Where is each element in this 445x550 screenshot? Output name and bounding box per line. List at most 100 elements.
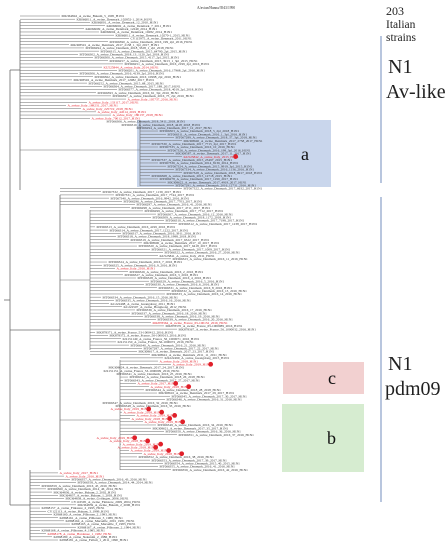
leaf-label: MT067328_A_swine_Denmark_2018_9917_2018_… [184, 171, 263, 175]
leaf-label: MT066333_A_swine_Denmark_2016_14_2016_H1… [167, 292, 243, 296]
leaf-label: MT066294_A_swine_Denmark_2017_12_2017_H1… [137, 126, 213, 130]
leaf-label: MT066318_A_swine_Denmark_2018_1988_2018_… [118, 235, 197, 239]
leaf-label: MK308591_A_swine_Denmark_2017_2138_1_3pl… [71, 43, 160, 47]
leaf-label: MT066313_A_swine_Denmark_2016_4199_2016_… [97, 225, 176, 229]
leaf-label: MT066364_A_swine_Denmark_2017_188_2017_H… [104, 84, 181, 88]
italian-strain-dot [172, 412, 178, 418]
leaf-label: MT066354_A_swine_Denmark_2015_40_2015_H1… [165, 462, 241, 466]
leaf-label: MT066311_A_swine_Denmark_2016_1_3pl_2016… [168, 132, 248, 136]
leaf-label: MT066397_A_swine_Denmark_2016_75_2pl_201… [113, 94, 195, 98]
leaf-label: MT066343_A_swine_Denmark_2017_27_2017_H1… [125, 378, 201, 382]
leaf-label: KU525842_A_swine_Italy_2015_H1N1 [184, 155, 239, 159]
leaf-label: MK364837_A_swine_Bakum_1_2003_H1N1 [60, 493, 123, 497]
clade-a-label: a [301, 144, 309, 164]
leaf-label: MT066307_A_swine_Denmark_2016_12_2016_H1… [158, 212, 234, 216]
leaf-label: MT066362_A_swine_Denmark_2016_10998_2pl_… [95, 75, 182, 79]
leaf-label: KJ868161_A_swine_Pilhonen_3_1989_H1N1 [60, 516, 124, 520]
leaf-label: MT067324_A_swine_Denmark_2015_9919_3pl_2… [168, 164, 253, 168]
leaf-label: MT066355_A_swine_Denmark_2016_41_2016_H1… [160, 465, 236, 469]
avlike-label-line2: Av-like [386, 81, 445, 103]
leaf-label: KJ868160_A_swine_Pilhonen_2_1993_H1N1 [54, 513, 118, 517]
strain-count-sub2: strains [386, 32, 417, 44]
leaf-label: MT066310_A_swine_Denmark_2017_7198_2017_… [166, 219, 245, 223]
leaf-label: MK364838_A_swine_Gotlingen_2006_H1N1 [66, 497, 129, 501]
leaf-label: A_swine_Italy_2017_H1N1 [60, 471, 99, 475]
leaf-label: MT066368_A_swine_Denmark_2015_12718_2015… [152, 174, 233, 178]
leaf-label: A_swine_Italy_2017_H1N1 [138, 382, 177, 386]
leaf-label: MT066319_A_swine_Denmark_2017_6322_2017_… [131, 238, 210, 242]
leaf-label: MK308641_A_swine_Denmark_2011_11_2011_H1… [152, 353, 228, 357]
leaf-label: A_swine_Italy_225719_2018_H1N1 [83, 107, 134, 111]
leaf-label: MT066339_A_swine_Denmark_2016_20_2016_H1… [158, 318, 234, 322]
leaf-label: MT066331_A_swine_Denmark_2016_8_2016_H1N… [159, 286, 233, 290]
leaf-label: MT066351_A_swine_Denmark_2016_37_2016_H1… [179, 433, 255, 437]
leaf-label: MT066300_A_swine_Denmark_2015_4117_2pl_2… [95, 56, 180, 60]
pdm09-label-line1: N1 [388, 353, 412, 375]
leaf-label: A_swine_Italy_2018_H1N1 [160, 359, 199, 363]
leaf-label: A_swine_Italy_2019_H1N1 [97, 436, 136, 440]
leaf-label: MK308592_A_swine_Denmark_2017_12982_2017… [74, 78, 155, 82]
leaf-label: MK878371_A_swine_France_53-1000412_2016_… [97, 331, 174, 335]
leaf-label: MT066326_A_swine_Denmark_2016_2_2016_H1N… [130, 270, 204, 274]
leaf-label: MK364836_A_swine_Bakum_2_2002_H1N1 [54, 490, 117, 494]
strain-count-sub1: Italian [386, 19, 416, 31]
italian-strain-dot [153, 444, 159, 450]
leaf-label: MT066323_A_swine_Denmark_2016_11_2016_H1… [173, 257, 249, 261]
leaf-label: KR066011_A_swine_Denmark_102852-1_2014_H… [77, 17, 153, 21]
leaf-label: MT067289_A_swine_Denmark_2018_37_3pl_201… [176, 136, 258, 140]
leaf-label: KR066002_A_swine_Denmark_7_2011_H1N1 [107, 24, 172, 28]
leaf-label: MT066350_A_swine_Denmark_2016_36_2016_H1… [166, 430, 242, 434]
leaf-label: A_swine_Italy_180137_2018_H1N1 [113, 113, 164, 117]
leaf-label: MT066297_A_swine_Denmark_2016_41_2016_H1… [137, 203, 213, 207]
leaf-label: MT067334_A_swine_Denmark_2016_1136_2016_… [176, 168, 255, 172]
leaf-label: MT066330_A_swine_Denmark_2016_6_2016_H1N… [146, 283, 220, 287]
leaf-label: KX222499_A_swine_Guangdong_2015_H1N1 [165, 356, 230, 360]
leaf-label: MT066303_A_swine_Denmark_2018_5_2pl_2018… [160, 129, 240, 133]
leaf-label: A_swine_Italy_70012_2017_H1N1 [92, 116, 141, 120]
leaf-label: MK308622_A_swine_Denmark_2017_4919_2017_… [168, 180, 247, 184]
leaf-label: A_swine_Italy_2016_H1N1 [66, 474, 105, 478]
leaf-label: MK878370_A_swine_France_65-1000089_2016_… [166, 324, 243, 328]
clade-c-highlight [283, 362, 364, 394]
tree-leaves: MK364842_A_swine_Bakum_5_1995_H1N1KR0660… [42, 14, 263, 542]
leaf-label: MT066306_A_swine_Denmark_2016_4139_2pl_2… [80, 72, 165, 76]
leaf-label: MT066349_A_swine_Denmark_2016_34_2016_H1… [158, 423, 234, 427]
leaf-label: A_swine_Italy_2019_H1N1 [137, 414, 176, 418]
leaf-label: KX151149_A_swine_France_56_1000071_2016_… [123, 337, 200, 341]
clade-c-label: c [328, 368, 336, 388]
leaf-label: MT066252_A_swine_Denmark_2015_68_2015_H1… [89, 81, 165, 85]
leaf-label: KJ868168_A_swine_Pilhonen_4_1985_H1N1 [42, 529, 106, 533]
italian-strain-markers [132, 154, 239, 457]
leaf-label: MT066316_A_swine_Denmark_2018_4418_2018_… [122, 123, 201, 127]
leaf-label: MK308587_A_swine_Denmark_2017_11_2017_H1… [176, 152, 252, 156]
leaf-label: MT066201_A_swine_Denmark_2016_17968_2pl_… [119, 69, 206, 73]
leaf-label: KU525841_A_swine_Italy_2011_H1N1 [160, 254, 215, 258]
leaf-label: MT066393_A_swine_Denmark_2016_61_3pl_201… [98, 91, 180, 95]
leaf-label: A_swine_Italy_2019_H1N1 [131, 449, 170, 453]
leaf-label: MK364842_A_swine_Bakum_5_1995_H1N1 [62, 14, 125, 18]
leaf-label: MT066353_A_swine_Denmark_2017_39_2017_H1… [152, 458, 228, 462]
leaf-label: MT066356_A_swine_Denmark_2016_42_2016_H1… [173, 468, 249, 472]
leaf-label: MT066317_A_swine_Denmark_2016_3911_2016_… [123, 231, 202, 235]
leaf-label: MT066337_A_swine_Denmark_2016_18_2016_H1… [132, 311, 208, 315]
leaf-label: A_swine_Italy_2018_H1N1 [118, 446, 157, 450]
leaf-label: MK308624_A_swine_Denmark_2017_24_2017_H1… [109, 366, 185, 370]
leaf-label: A_swine_Italy_2018_H1N1 [110, 439, 149, 443]
leaf-label: MT066357_A_swine_Denmark_2016_43_2016_H1… [72, 477, 148, 481]
leaf-label: MT066251_A_swine_Denmark_2016_2199_2pl_2… [125, 62, 210, 66]
leaf-label: MT067332_A_swine_Denmark_2017_1139_2017_… [103, 190, 182, 194]
italian-strain-dot [180, 419, 186, 425]
leaf-label: MT066358_A_swine_Denmark_2014_44_2014_H1… [78, 481, 154, 485]
leaf-label: KX151150_A_swine_France_56-1000072_2016_… [118, 340, 194, 344]
leaf-label: KC222498_A_swine_Guangdong_2011_H1N1 [111, 302, 176, 306]
leaf-label: A_swine_Italy_44514_2019_H1N1 [98, 110, 147, 114]
leaf-label: MT066329_A_swine_Denmark_2016_5_2016_H1N… [151, 279, 225, 283]
leaf-label: A_swine_Italy_2019_H1N1 [111, 407, 150, 411]
leaf-label: MT066346_A_swine_Denmark_2016_31_2016_H1… [167, 398, 243, 402]
leaf-label: MK364839_A_swine_Bakum_2_2006_H1N1 [78, 503, 141, 507]
leaf-label: A_swine_Italy_2018_H1N1 [132, 417, 171, 421]
leaf-label: MT066325_A_swine_Denmark_2016_9_2016_H1N… [104, 263, 178, 267]
leaf-label: MT066314_A_swine_Denmark_2017_1222_2017_… [110, 228, 189, 232]
leaf-label: KJ868180_A_swine_Nekanini_2_1986_H1N1 [54, 535, 118, 539]
